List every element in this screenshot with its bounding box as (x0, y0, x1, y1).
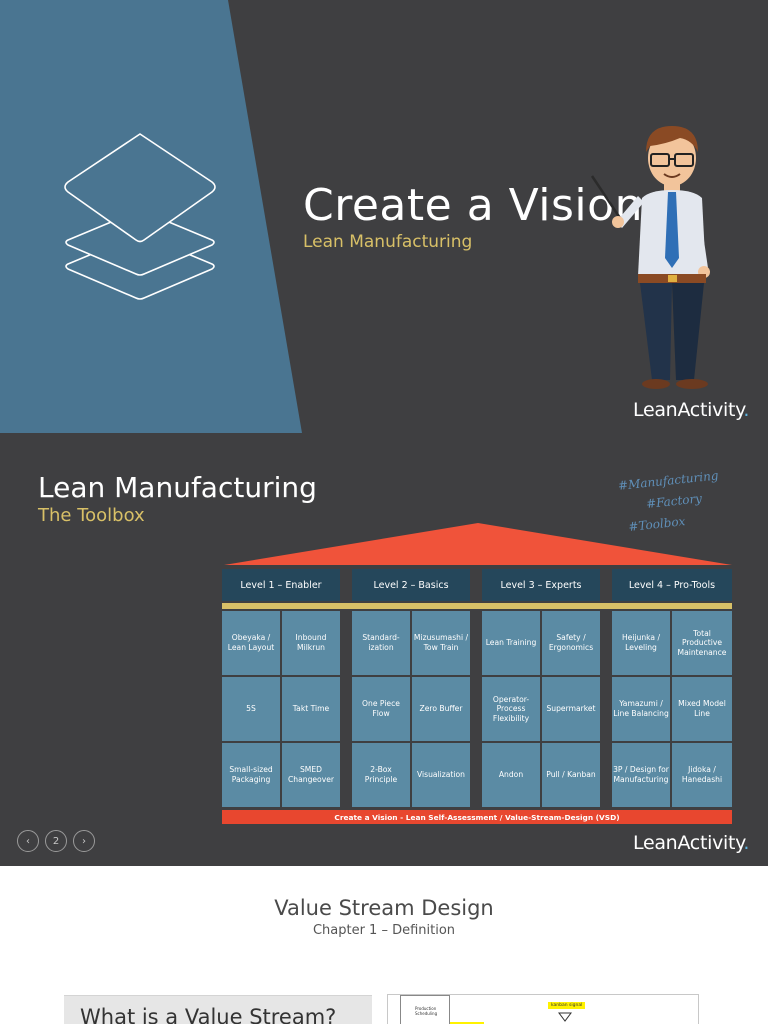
logo-lean: Lean (633, 399, 678, 421)
tool-cell: Yamazumi / Line Balancing (612, 677, 670, 741)
production-scheduling-box: Production Scheduling (400, 995, 450, 1024)
tool-cell: SMED Changeover (282, 743, 340, 807)
tool-cell: Supermarket (542, 677, 600, 741)
layers-icon (64, 133, 216, 300)
logo-dot: . (743, 399, 750, 421)
value-stream-diagram-thumbnail: Production Scheduling kanban signal (387, 994, 699, 1024)
yellow-marker (450, 1022, 484, 1024)
house-beam (222, 603, 732, 609)
kanban-signal-label: kanban signal (548, 1002, 586, 1009)
tool-cell: Inbound Milkrun (282, 611, 340, 675)
tool-cell: Mizusumashi / Tow Train (412, 611, 470, 675)
tool-cell: Safety / Ergonomics (542, 611, 600, 675)
slide-subtitle: Lean Manufacturing (303, 232, 473, 252)
slide-subtitle: The Toolbox (38, 505, 145, 526)
tool-cell: Obeyaka / Lean Layout (222, 611, 280, 675)
slide-navigation: ‹ 2 › (17, 830, 95, 852)
logo-dot: . (743, 832, 750, 854)
tool-cell: Mixed Model Line (672, 677, 732, 741)
toolbox-grid: Obeyaka / Lean Layout Inbound Milkrun St… (222, 611, 732, 809)
slide-value-stream-design: Value Stream Design Chapter 1 – Definiti… (0, 866, 768, 1024)
tool-cell: Heijunka / Leveling (612, 611, 670, 675)
page-number-button[interactable]: 2 (45, 830, 67, 852)
slide-create-a-vision: Create a Vision Lean Manufacturing LeanA… (0, 0, 768, 433)
question-text: What is a Value Stream? (80, 1005, 337, 1024)
tool-cell: Lean Training (482, 611, 540, 675)
prev-slide-button[interactable]: ‹ (17, 830, 39, 852)
level-header: Level 2 – Basics (352, 569, 470, 601)
leanactivity-logo: LeanActivity. (633, 399, 749, 421)
level-headers: Level 1 – Enabler Level 2 – Basics Level… (222, 569, 732, 601)
question-box: What is a Value Stream? (64, 995, 372, 1024)
tool-cell: 3P / Design for Manufacturing (612, 743, 670, 807)
tool-cell: Takt Time (282, 677, 340, 741)
tool-cell: Visualization (412, 743, 470, 807)
tool-cell: Zero Buffer (412, 677, 470, 741)
kanban-triangle-icon (558, 1012, 572, 1022)
leanactivity-logo: LeanActivity. (633, 832, 749, 854)
tool-cell: Operator-Process Flexibility (482, 677, 540, 741)
tool-cell: Small-sized Packaging (222, 743, 280, 807)
slide-title: Lean Manufacturing (38, 471, 317, 504)
next-slide-button[interactable]: › (73, 830, 95, 852)
tool-cell: Andon (482, 743, 540, 807)
level-header: Level 3 – Experts (482, 569, 600, 601)
slide-toolbox: Lean Manufacturing The Toolbox #Manufact… (0, 433, 768, 866)
slide-title: Value Stream Design (274, 896, 494, 920)
logo-activity: Activity (677, 399, 744, 421)
tool-cell: Standard-ization (352, 611, 410, 675)
tool-cell: 2-Box Principle (352, 743, 410, 807)
tool-cell: 5S (222, 677, 280, 741)
tool-cell: Jidoka / Hanedashi (672, 743, 732, 807)
tool-cell: Total Productive Maintenance (672, 611, 732, 675)
slide-subtitle: Chapter 1 – Definition (312, 923, 456, 938)
logo-lean: Lean (633, 832, 678, 854)
level-header: Level 1 – Enabler (222, 569, 340, 601)
house-roof (224, 523, 732, 565)
level-header: Level 4 – Pro-Tools (612, 569, 732, 601)
logo-activity: Activity (677, 832, 744, 854)
slide-title: Create a Vision (303, 180, 643, 231)
house-base: Create a Vision - Lean Self-Assessment /… (222, 810, 732, 824)
tool-cell: Pull / Kanban (542, 743, 600, 807)
tool-cell: One Piece Flow (352, 677, 410, 741)
teacher-illustration (590, 126, 710, 389)
